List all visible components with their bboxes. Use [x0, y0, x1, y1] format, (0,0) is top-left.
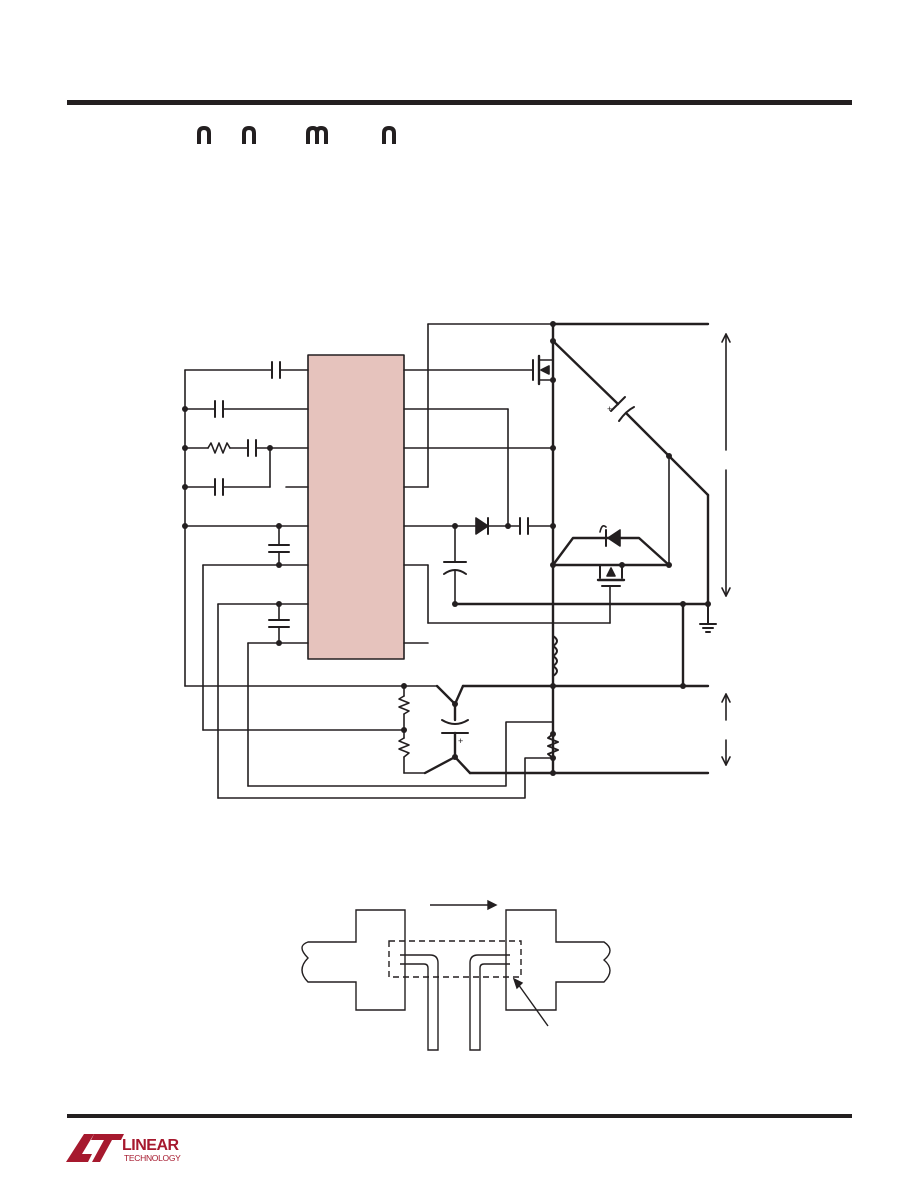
svg-text:+: + — [607, 404, 612, 414]
glyph-n-2 — [242, 125, 256, 144]
lt-logo-mark-icon — [66, 1134, 124, 1162]
voltage-arrows — [721, 333, 731, 766]
bottom-rule — [67, 1114, 852, 1118]
feedback-divider — [202, 685, 426, 774]
top-mosfet — [532, 354, 554, 386]
top-rule — [67, 100, 852, 105]
logo-word-linear: LINEAR — [122, 1137, 180, 1154]
junction-dots — [182, 321, 711, 776]
glyph-n-3 — [382, 125, 396, 144]
bootstrap-diode — [475, 517, 554, 535]
controller-ic-block — [307, 354, 405, 660]
vcc-cap — [443, 525, 710, 606]
logo-word-technology: TECHNOLOGY — [124, 1153, 181, 1163]
output-inductor — [552, 635, 558, 677]
right-pin-network — [403, 323, 611, 644]
sense-resistor — [217, 721, 559, 799]
bottom-switch-group — [551, 525, 671, 624]
glyph-n-1 — [197, 125, 211, 144]
left-pin-network — [184, 361, 309, 799]
header-glyph-row — [197, 125, 396, 144]
input-cap: + — [551, 339, 710, 606]
glyph-m — [306, 125, 328, 144]
sense-layout-figure — [301, 899, 611, 1051]
ground-symbol — [699, 603, 717, 633]
output-cap: + — [423, 702, 710, 775]
linear-technology-logo: LINEAR TECHNOLOGY — [66, 1134, 181, 1163]
svg-text:+: + — [458, 736, 463, 746]
